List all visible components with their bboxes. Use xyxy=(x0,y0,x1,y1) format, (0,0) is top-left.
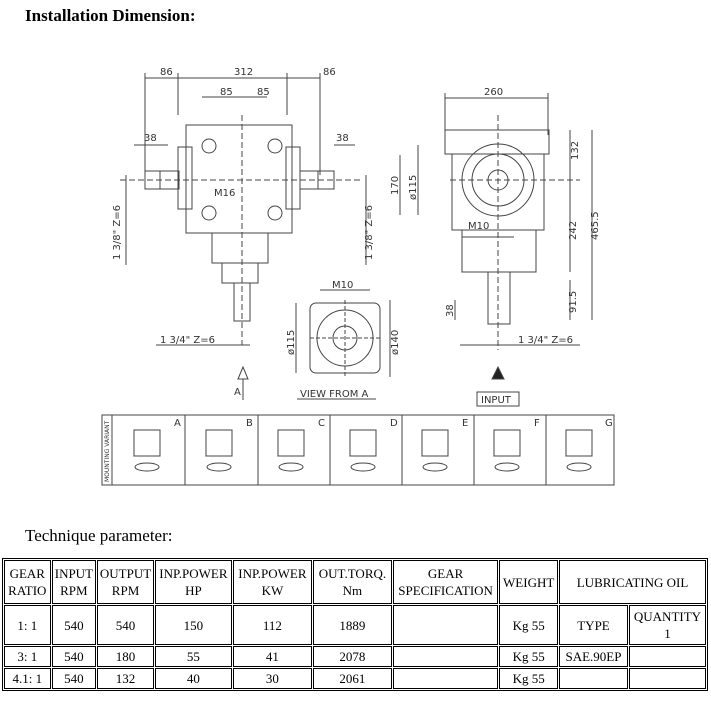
cell-kw: 112 xyxy=(232,605,312,645)
table-row: 1: 1 540 540 150 112 1889 Kg 55 TYPE QUA… xyxy=(4,605,706,645)
dim-m16: M16 xyxy=(214,188,235,199)
cell-oil-type xyxy=(559,668,628,689)
cell-ratio: 4.1: 1 xyxy=(4,668,51,689)
dim-spline-bottom-left: 1 3/4" Z=6 xyxy=(160,335,215,346)
dim-242: 242 xyxy=(568,221,579,240)
cell-ratio: 3: 1 xyxy=(4,646,51,667)
variant-e: E xyxy=(462,418,468,429)
cell-oil-type: SAE.90EP xyxy=(559,646,628,667)
dim-260: 260 xyxy=(484,87,503,98)
dim-spline-bottom-right: 1 3/4" Z=6 xyxy=(518,335,573,346)
dim-312: 312 xyxy=(234,67,253,78)
dim-phi115: ø115 xyxy=(408,175,419,200)
cell-hp: 150 xyxy=(154,605,232,645)
cell-input: 540 xyxy=(51,646,97,667)
cell-input: 540 xyxy=(51,605,97,645)
arrow-a-label: A xyxy=(234,387,241,398)
cell-oil-qty xyxy=(628,668,706,689)
page-title: Installation Dimension: xyxy=(25,6,196,25)
dim-85-left: 85 xyxy=(220,87,233,98)
dim-132: 132 xyxy=(570,141,581,160)
cell-spec xyxy=(392,668,499,689)
cell-hp: 40 xyxy=(154,668,232,689)
cell-oil-type-header: TYPE xyxy=(559,605,628,645)
view-m10: M10 xyxy=(332,280,353,291)
input-label: INPUT xyxy=(481,395,512,406)
cell-output: 180 xyxy=(97,646,154,667)
installation-drawing: 86 312 86 85 85 38 38 M16 1 3/8" Z=6 1 3… xyxy=(101,67,615,486)
cell-oil-qty xyxy=(628,646,706,667)
cell-spec xyxy=(392,605,499,645)
header-lubricating-oil: LUBRICATING OIL xyxy=(559,560,706,604)
dim-38-bottom: 38 xyxy=(445,304,456,317)
cell-input: 540 xyxy=(51,668,97,689)
variant-f: F xyxy=(534,418,540,429)
cell-torque: 1889 xyxy=(312,605,392,645)
table-row: 4.1: 1 540 132 40 30 2061 Kg 55 xyxy=(4,668,706,689)
header-out-torque: OUT.TORQ.Nm xyxy=(312,560,392,604)
cell-torque: 2061 xyxy=(312,668,392,689)
mounting-variant-label: MOUNTING VARIANT xyxy=(104,420,111,482)
dim-spline-right: 1 3/8" Z=6 xyxy=(364,205,375,260)
cell-kw: 41 xyxy=(232,646,312,667)
variant-b: B xyxy=(246,418,253,429)
cell-spec xyxy=(392,646,499,667)
view-phi140: ø140 xyxy=(390,330,401,355)
cell-weight: Kg 55 xyxy=(499,668,559,689)
dim-spline-left: 1 3/8" Z=6 xyxy=(112,205,123,260)
variant-g: G xyxy=(605,418,613,429)
view-phi115: ø115 xyxy=(286,330,297,355)
cell-weight: Kg 55 xyxy=(499,605,559,645)
cell-output: 132 xyxy=(97,668,154,689)
dim-38-left: 38 xyxy=(144,133,157,144)
dim-91: 91.5 xyxy=(568,291,579,313)
dim-465: 465.5 xyxy=(590,211,601,240)
variant-c: C xyxy=(318,418,325,429)
dim-38-right: 38 xyxy=(336,133,349,144)
variant-a: A xyxy=(174,418,181,429)
dim-85-right: 85 xyxy=(257,87,270,98)
header-weight: WEIGHT xyxy=(499,560,559,604)
cell-weight: Kg 55 xyxy=(499,646,559,667)
section-subtitle: Technique parameter: xyxy=(25,526,173,545)
dim-86-right: 86 xyxy=(323,67,336,78)
dim-m10: M10 xyxy=(468,221,489,232)
cell-output: 540 xyxy=(97,605,154,645)
cell-hp: 55 xyxy=(154,646,232,667)
dim-170: 170 xyxy=(390,176,401,195)
cell-torque: 2078 xyxy=(312,646,392,667)
table-row: 3: 1 540 180 55 41 2078 Kg 55 SAE.90EP xyxy=(4,646,706,667)
cell-kw: 30 xyxy=(232,668,312,689)
cell-ratio: 1: 1 xyxy=(4,605,51,645)
dim-86-left: 86 xyxy=(160,67,173,78)
view-from-label: VIEW FROM A xyxy=(300,389,369,400)
variant-d: D xyxy=(390,418,398,429)
